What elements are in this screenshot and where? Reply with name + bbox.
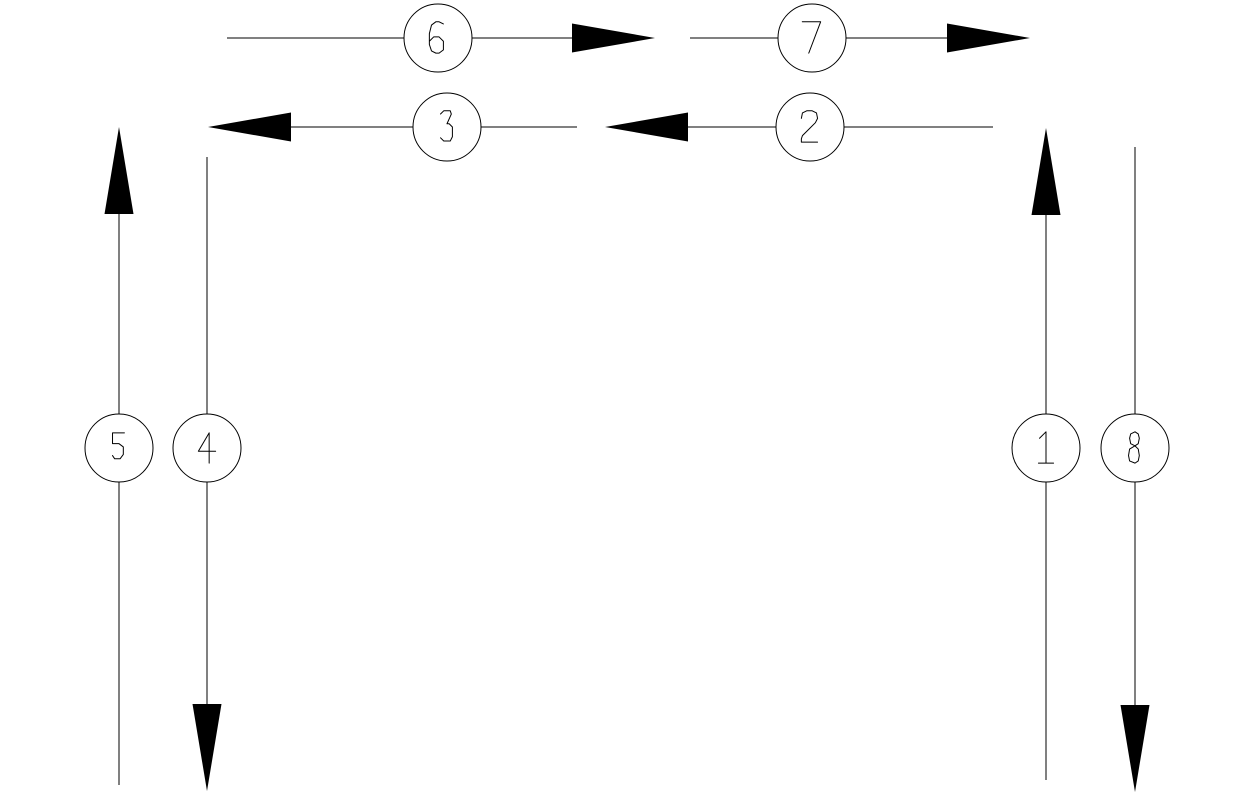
balloon-number-2	[801, 111, 817, 142]
balloon-circle	[412, 92, 482, 162]
arrow-1	[1011, 128, 1081, 780]
balloon-number-3	[441, 111, 453, 141]
arrow-5	[84, 127, 154, 785]
arrowhead-up-icon	[1031, 128, 1061, 215]
balloon-circle	[1100, 413, 1170, 483]
balloon-number-6	[429, 22, 443, 53]
balloon-circle	[172, 413, 242, 483]
balloon-number-1	[1038, 432, 1053, 463]
arrow-8	[1100, 147, 1170, 792]
balloon-circle	[84, 413, 154, 483]
arrow-3	[208, 92, 577, 162]
arrowhead-down-icon	[192, 704, 222, 791]
balloon-number-7	[802, 22, 820, 53]
arrow-7	[690, 3, 1030, 73]
balloon-number-5	[113, 433, 125, 459]
arrowhead-down-icon	[1120, 705, 1150, 792]
arrowhead-right-icon	[947, 23, 1030, 53]
arrowhead-left-icon	[208, 112, 291, 142]
arrow-2	[605, 92, 993, 162]
arrow-6	[227, 3, 655, 73]
balloon-number-8	[1129, 432, 1140, 463]
balloon-number-4	[198, 433, 215, 463]
balloon-circle	[403, 3, 473, 73]
arrowhead-left-icon	[605, 112, 688, 142]
balloon-circle	[775, 92, 845, 162]
arrow-4	[172, 157, 242, 791]
arrowhead-right-icon	[572, 23, 655, 53]
balloon-circle	[777, 3, 847, 73]
arrowhead-up-icon	[104, 127, 134, 214]
